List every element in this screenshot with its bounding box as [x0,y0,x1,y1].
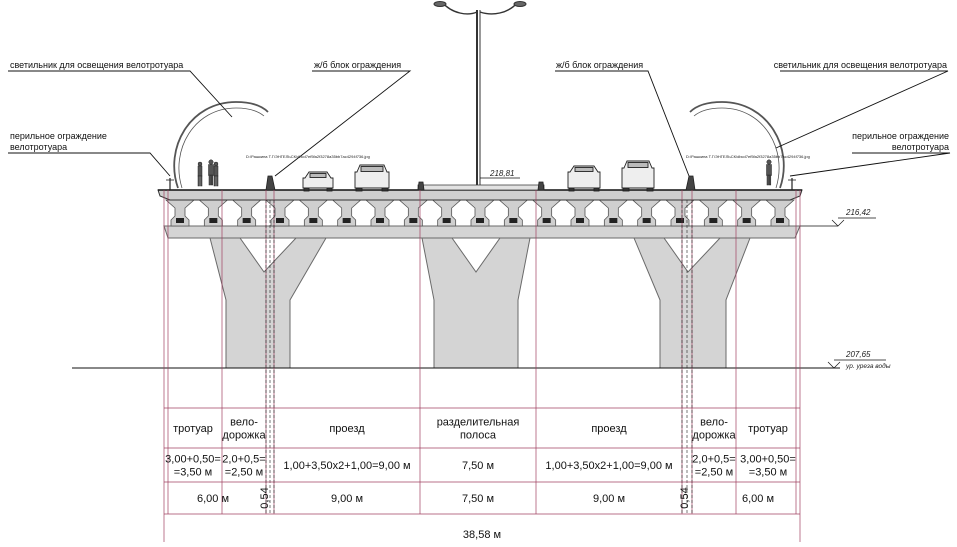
table-name-cell: проезд [591,423,627,435]
file-path-left: D:\Рашкина Т.Г\ЭНГЕЛЬСК\dbcd7ef5fa2f3278… [246,154,370,159]
girder [398,199,429,227]
file-path-right: D:\Рашкина Т.Г\ЭНГЕЛЬСК\dbcd7ef5fa2f3278… [686,154,810,159]
car-3 [567,165,601,192]
cars [302,160,655,192]
arc-lamp-left [173,101,269,189]
table-width-cell: 9,00 м [331,493,363,505]
elevation-top: 218,81 [480,169,520,179]
deck-slab [157,184,803,201]
pier-middle [421,237,531,369]
elevation-deck-value: 216,42 [845,208,871,217]
table-width-cell: 7,50 м [462,493,494,505]
barrier-block-median-left [417,181,425,191]
table-width-cell: 6,00 м [197,493,229,505]
piers [209,237,751,369]
table-formula-cell: 1,00+3,50х2+1,00=9,00 м [545,460,672,472]
table-formula-cell: =2,50 м [695,467,733,479]
cap-beam [163,225,801,239]
table-name-cell: дорожка [222,430,266,442]
elevation-top-value: 218,81 [489,169,514,178]
girder [164,199,196,227]
girder [264,199,296,227]
label-right-railing-1: перильное ограждение [852,131,949,141]
table-formula-cell: =3,50 м [174,467,212,479]
label-left-railing-1: перильное ограждение [10,131,107,141]
girder [298,199,329,227]
girder [531,199,562,227]
table-formula-cell: =2,50 м [225,467,263,479]
table-formula-cell: =3,50 м [749,467,787,479]
table-name-cell: проезд [329,423,365,435]
girder [198,199,229,227]
table-name-cell: дорожка [692,430,736,442]
label-left-railing-2: велотротуара [10,142,67,152]
girder [231,199,262,227]
label-right-railing-2: велотротуара [892,142,949,152]
table-name-cell: тротуар [173,423,213,435]
table-name-cell: полоса [460,430,497,442]
label-right-block: ж/б блок ограждения [556,60,643,70]
table-name-cell: разделительная [437,417,520,429]
car-2 [354,164,390,192]
girder [598,199,629,227]
table-formula-cell: 3,00+0,50= [740,454,796,466]
table-formula-cell: 2,0+0,5= [692,454,735,466]
railings [166,178,796,190]
median-strip [417,184,545,191]
label-left-lamp: светильник для освещения велотротуара [10,60,183,70]
elevation-deck [800,217,876,227]
arc-lamp-right [689,101,785,189]
table-width-cell: 9,00 м [593,493,625,505]
girder [564,199,596,227]
girders [164,199,796,227]
table-name-cell: вело- [230,417,258,429]
car-1 [302,171,334,192]
table-width-cell: 0,54 [259,487,271,508]
table-total: 38,58 м [463,529,501,541]
table-width-cell: 6,00 м [742,493,774,505]
girder [431,199,462,227]
girder [698,199,729,227]
elevation-water [827,359,886,369]
table-formula-cell: 3,00+0,50= [165,454,221,466]
girder [764,199,796,227]
leader-lines [8,70,951,177]
table-width-cell: 0,54 [679,487,691,508]
table-name-cell: тротуар [748,423,788,435]
table-formula-cell: 7,50 м [462,460,494,472]
barrier-block-median-right [537,181,545,191]
barrier-block-right [685,175,696,191]
girder [331,199,362,227]
pier-left [209,237,327,369]
table-name-cell: вело- [700,417,728,429]
elevation-water-note: ур. уреза воды [845,362,891,370]
pedestrians [197,159,772,187]
car-4 [621,160,655,192]
girder [631,199,662,227]
girder [498,199,529,227]
table-formula-cell: 2,0+0,5= [222,454,265,466]
center-lamp-post [433,1,527,185]
label-right-lamp: светильник для освещения велотротуара [774,60,947,70]
side-arc-lamps [173,101,785,189]
barrier-block-left [265,175,276,191]
barriers [265,175,696,191]
table-formula-cell: 1,00+3,50х2+1,00=9,00 м [283,460,410,472]
girder [464,199,496,227]
girder [364,199,396,227]
dimension-lines [163,190,801,542]
width-table [164,407,800,515]
girder [731,199,762,227]
label-left-block: ж/б блок ограждения [314,60,401,70]
elevation-water-value: 207,65 [845,350,871,359]
girder [664,199,696,227]
